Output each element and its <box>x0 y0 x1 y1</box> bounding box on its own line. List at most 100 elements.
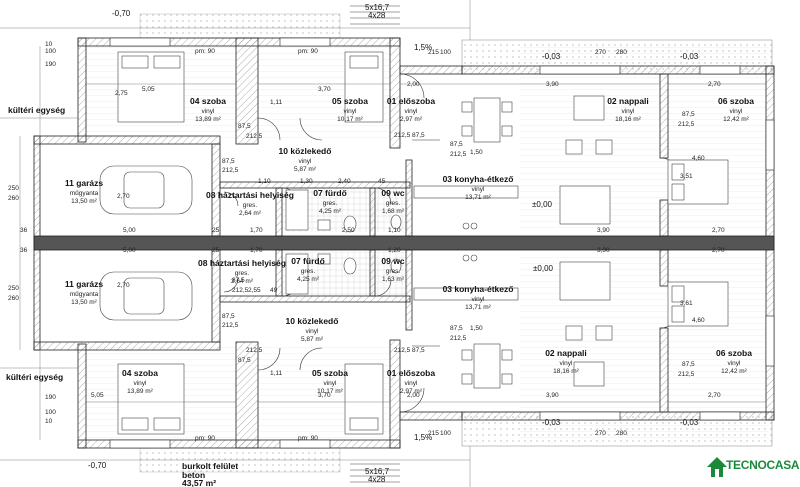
room-name: 02 nappali <box>607 96 649 106</box>
dimension-label: 1,30 <box>300 178 313 185</box>
dimension-label: 100 <box>45 48 56 55</box>
room-area: 2,64 m² <box>231 278 254 285</box>
dimension-label: 87,5 <box>450 141 463 148</box>
dimension-label: 3,90 <box>546 392 559 399</box>
burkolt-1-label: burkolt felület <box>182 461 238 471</box>
room-area: 10,17 m² <box>317 388 343 395</box>
dimension-label: 2,00 <box>407 392 420 399</box>
room-name: 03 konyha-étkező <box>443 174 514 184</box>
dimension-label: 212,5 <box>232 287 249 294</box>
dimension-label: 1,50 <box>470 325 483 332</box>
room-floor: vinyl <box>471 296 485 303</box>
dimension-label: 2,70 <box>708 392 721 399</box>
dimension-label: 260 <box>8 195 19 202</box>
room-floor: vinyl <box>343 108 357 115</box>
dimension-label: 36 <box>20 227 28 234</box>
dimension-label: 87,5 <box>412 132 425 139</box>
dimension-label: 5,00 <box>123 227 136 234</box>
room-area: 4,25 m² <box>297 276 320 283</box>
room-floor: vinyl <box>404 108 418 115</box>
burkolt-2-label: beton <box>182 470 205 480</box>
room-area: 5,87 m² <box>294 166 317 173</box>
room-floor: gres. <box>301 268 316 275</box>
room-area: 10,17 m² <box>337 116 363 123</box>
dimension-label: 87,5 <box>232 277 245 284</box>
windows <box>109 37 775 449</box>
dimension-label: pm: 90 <box>195 48 215 55</box>
room-floor: vinyl <box>727 360 741 367</box>
room-floor: vinyl <box>201 108 215 115</box>
dimension-label: 2,75 <box>115 90 128 97</box>
level-label: ±0,00 <box>532 200 553 209</box>
dimension-label: 2,70 <box>117 193 130 200</box>
room-floor: gres. <box>386 268 401 275</box>
dimension-label: 3,90 <box>546 81 559 88</box>
level-labels: -0,70-0,70-0,03-0,03-0,03-0,03±0,00±0,00… <box>88 3 699 484</box>
level-label: -0,03 <box>680 418 699 427</box>
dimension-label: 215 <box>428 430 439 437</box>
dimension-label: 87,5 <box>412 347 425 354</box>
dimension-label: 1,10 <box>258 178 271 185</box>
room-floor: műgyanta <box>70 190 99 197</box>
dimension-label: 3,90 <box>597 227 610 234</box>
level-label: 1,5% <box>414 43 432 52</box>
dimension-label: 1,11 <box>270 99 283 106</box>
room-floor: vinyl <box>133 380 147 387</box>
dimension-label: 87,5 <box>238 357 251 364</box>
level-label: -0,03 <box>680 52 699 61</box>
dimension-label: 1,70 <box>250 227 263 234</box>
dimension-label: 212,5 <box>678 371 695 378</box>
room-floor: gres. <box>235 270 250 277</box>
dimension-label: 260 <box>8 295 19 302</box>
dimension-label: 100 <box>45 409 56 416</box>
room-area: 13,89 m² <box>127 388 153 395</box>
dimension-label: 212,5 <box>246 133 263 140</box>
dimension-label: 212,5 <box>394 347 411 354</box>
room-area: 2,64 m² <box>239 210 262 217</box>
burkolt-3-label: 43,57 m² <box>182 478 216 487</box>
room-area: 18,16 m² <box>615 116 641 123</box>
dimension-label: 2,70 <box>708 81 721 88</box>
dimension-label: 5,00 <box>123 247 136 254</box>
dimension-label: 45 <box>378 178 386 185</box>
dimension-label: 212,5 <box>222 167 239 174</box>
steps <box>350 5 400 483</box>
dimension-label: 212,5 <box>222 322 239 329</box>
room-area: 12,42 m² <box>721 368 747 375</box>
room-area: 4,25 m² <box>319 208 342 215</box>
dimension-label: 49 <box>270 287 278 294</box>
dimension-label: 3,70 <box>318 86 331 93</box>
dimension-label: 3,70 <box>318 392 331 399</box>
dimension-label: 10 <box>45 418 53 425</box>
dimension-label: 1,11 <box>270 370 283 377</box>
dimension-label: 100 <box>440 430 451 437</box>
dimension-label: 3,61 <box>680 300 693 307</box>
room-name: 03 konyha-étkező <box>443 284 514 294</box>
room-floor: műgyanta <box>70 291 99 298</box>
room-name: 11 garázs <box>65 178 104 188</box>
level-label: -0,70 <box>88 461 107 470</box>
room-floor: gres. <box>323 200 338 207</box>
room-floor: vinyl <box>323 380 337 387</box>
room-floor: gres. <box>386 200 401 207</box>
room-name: 01 előszoba <box>387 96 435 106</box>
room-name: 05 szoba <box>332 96 368 106</box>
room-floor: vinyl <box>298 158 312 165</box>
room-name: 10 közlekedő <box>286 316 339 326</box>
room-name: 04 szoba <box>190 96 226 106</box>
level-label: -0,70 <box>112 9 131 18</box>
dimension-label: 280 <box>616 49 627 56</box>
kulteri-top-label: kültéri egység <box>8 105 65 115</box>
room-name: 04 szoba <box>122 368 158 378</box>
